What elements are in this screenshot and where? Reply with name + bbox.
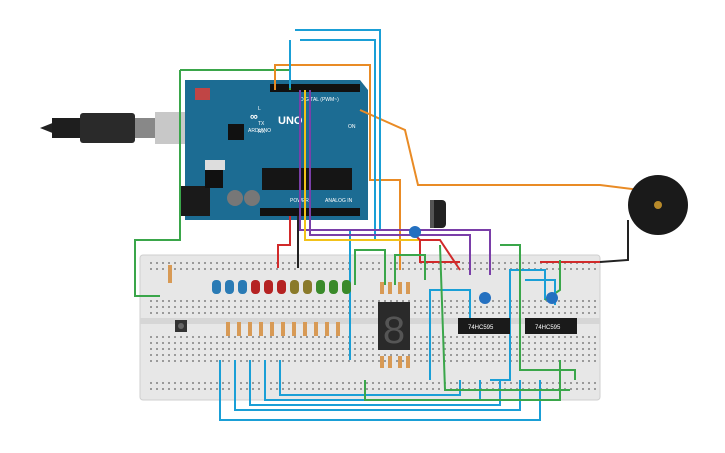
seven-segment-digit: 8: [382, 311, 406, 356]
led: [316, 280, 325, 294]
resistor: [281, 322, 285, 336]
led: [251, 280, 260, 294]
seven-segment-display: 8: [378, 302, 410, 356]
wire-green-left: [134, 70, 181, 297]
on-label: ON: [348, 124, 356, 130]
digital-header: [270, 84, 360, 92]
led: [238, 280, 247, 294]
analog-label: ANALOG IN: [325, 198, 353, 204]
wire-yellow: [304, 90, 420, 241]
potentiometer-2[interactable]: [479, 292, 491, 304]
led: [277, 280, 286, 294]
led: [212, 280, 221, 294]
led: [303, 280, 312, 294]
resistor: [292, 322, 296, 336]
arduino-board: ∞ ARDUINO UNO DIGITAL (PWM~) POWER ANALO…: [180, 80, 368, 220]
chip1-label: 74HC595: [468, 325, 494, 331]
wire-green-b5: [439, 244, 570, 391]
wire-purple-2: [309, 90, 471, 275]
arduino-brand: ARDUINO: [248, 128, 271, 134]
display-resistors: [380, 282, 410, 368]
wire-green-b4: [500, 244, 576, 380]
crystal: [205, 160, 225, 170]
capacitor-2: [244, 190, 260, 206]
led: [264, 280, 273, 294]
resistor: [325, 322, 329, 336]
reset-button: [195, 88, 210, 100]
wire-green-b3: [394, 254, 426, 285]
piezo-buzzer: [628, 175, 688, 235]
breadboard-holes: [150, 262, 596, 390]
wire-orange-a: [274, 64, 401, 270]
rx-label: RX: [258, 129, 266, 135]
wire-orange-buzzer: [359, 109, 641, 191]
resistor: [270, 322, 274, 336]
wire-black-buzzer: [599, 220, 629, 263]
wire-purple-1: [299, 90, 491, 275]
wire-green-b2: [354, 249, 386, 285]
led: [342, 280, 351, 294]
wire-red-1: [277, 216, 291, 268]
resistor: [303, 322, 307, 336]
resistor: [314, 322, 318, 336]
led: [329, 280, 338, 294]
led: [225, 280, 234, 294]
wire-green-b1: [364, 360, 561, 401]
resistor: [237, 322, 241, 336]
wire-blue-5: [234, 360, 521, 411]
arduino-logo: ∞: [250, 111, 258, 123]
usb-chip: [228, 124, 244, 140]
chip2-label: 74HC595: [535, 325, 561, 331]
led-row: [212, 280, 351, 294]
shift-register-1: 74HC595: [458, 318, 510, 334]
wire-blue-6: [249, 360, 501, 406]
wires: [134, 29, 641, 421]
potentiometer-1[interactable]: [409, 226, 421, 238]
resistor-row: [168, 265, 340, 336]
resistor: [248, 322, 252, 336]
regulator: [205, 170, 223, 188]
potentiometer-3[interactable]: [546, 292, 558, 304]
l-label: L: [258, 106, 261, 112]
wire-blue-8: [279, 360, 461, 396]
arduino-model: UNO: [278, 115, 303, 127]
wire-red-2: [420, 239, 461, 271]
power-jack: [180, 186, 210, 216]
digital-label: DIGITAL (PWM~): [300, 97, 339, 103]
wire-blue-10: [429, 289, 471, 380]
shift-register-2: 74HC595: [525, 318, 577, 334]
usb-cable: [40, 112, 185, 144]
pullup-resistor: [168, 265, 172, 283]
atmega-chip: [262, 168, 352, 190]
resistor: [226, 322, 230, 336]
capacitor-1: [227, 190, 243, 206]
led: [290, 280, 299, 294]
tx-label: TX: [258, 121, 265, 127]
resistor: [259, 322, 263, 336]
electrolytic-capacitor: [430, 200, 446, 228]
resistor: [336, 322, 340, 336]
